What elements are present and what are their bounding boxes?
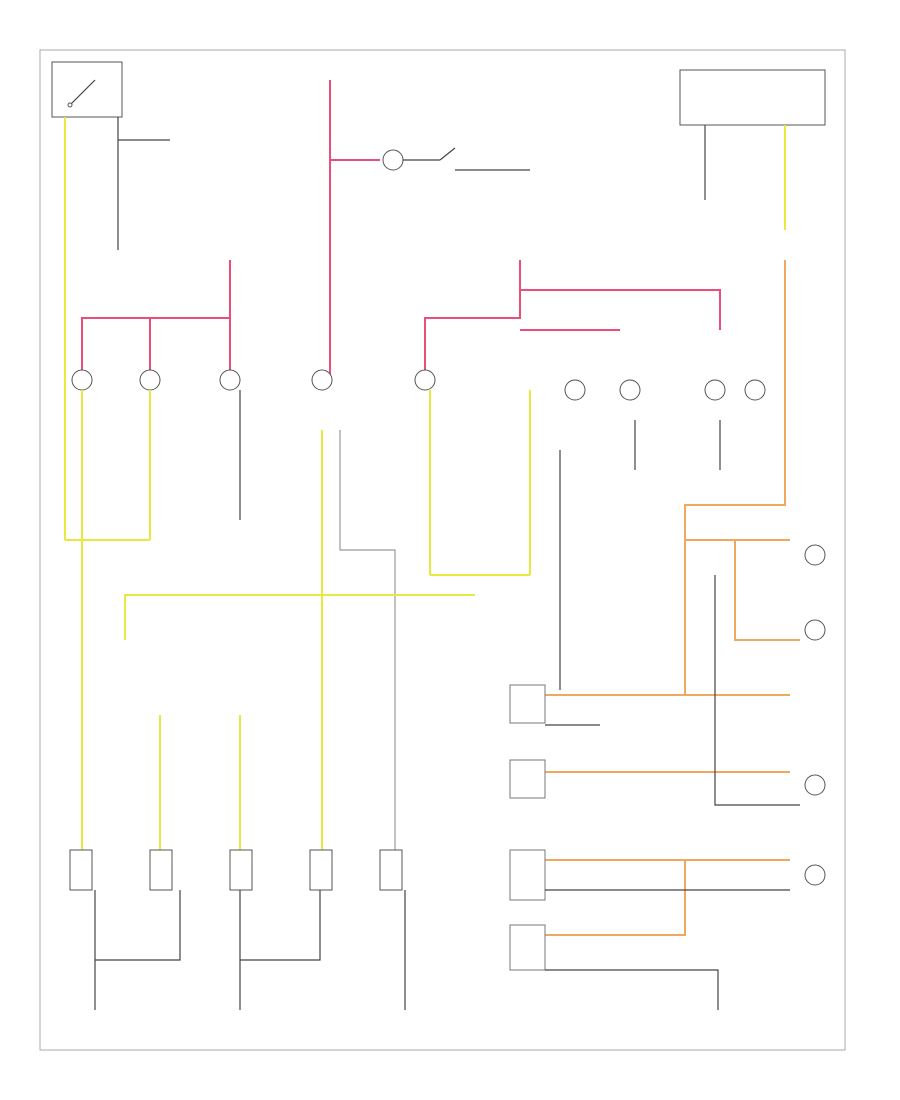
courtesy-switch — [439, 147, 456, 161]
wire-orange-main — [684, 260, 786, 695]
rear-cargo-lamp-1 — [804, 864, 826, 886]
wire-black-r4 — [714, 575, 800, 806]
left-lamp-box-1 — [509, 684, 546, 724]
lh-rear-door-switch — [149, 849, 173, 891]
rh-rear-door-switch — [309, 849, 333, 891]
right-door-lamp — [139, 369, 161, 391]
wire-pink-right-bus — [520, 289, 721, 330]
reading-lamp-2 — [619, 379, 641, 401]
wire-pink-mid-bus — [424, 260, 521, 380]
liftgate-switch — [379, 849, 403, 891]
hood-lamp-switch — [51, 61, 123, 118]
map-lamp — [414, 369, 436, 391]
reading-lamp-3 — [704, 379, 726, 401]
wire-pink-left-bus — [81, 317, 230, 380]
courtesy-lamp-bulb — [382, 149, 404, 171]
dome-lamp — [311, 369, 333, 391]
lighting-switch-box — [679, 69, 826, 126]
cargo-lamp — [219, 369, 241, 391]
step-lamp-2 — [804, 619, 826, 641]
wire-orange-h4 — [545, 860, 686, 936]
left-lamp-box-2 — [509, 759, 546, 799]
underhood-lamp — [804, 774, 826, 796]
left-lamp-box-4 — [509, 924, 546, 971]
reading-lamp-4 — [744, 379, 766, 401]
left-lamp-box-3 — [509, 849, 546, 901]
left-door-lamp — [71, 369, 93, 391]
step-lamp-1 — [804, 544, 826, 566]
reading-lamp-1 — [564, 379, 586, 401]
rh-front-door-switch — [229, 849, 253, 891]
wire-gray-dome — [339, 430, 396, 850]
lh-front-door-switch — [69, 849, 93, 891]
wire-ground-2b — [240, 890, 321, 961]
wire-yellow-lower-2 — [124, 594, 475, 640]
wire-ground-1b — [95, 890, 181, 961]
wire-black-r3 — [545, 969, 719, 1010]
wire-orange-step2 — [734, 540, 800, 641]
diagram-frame — [39, 49, 846, 1051]
